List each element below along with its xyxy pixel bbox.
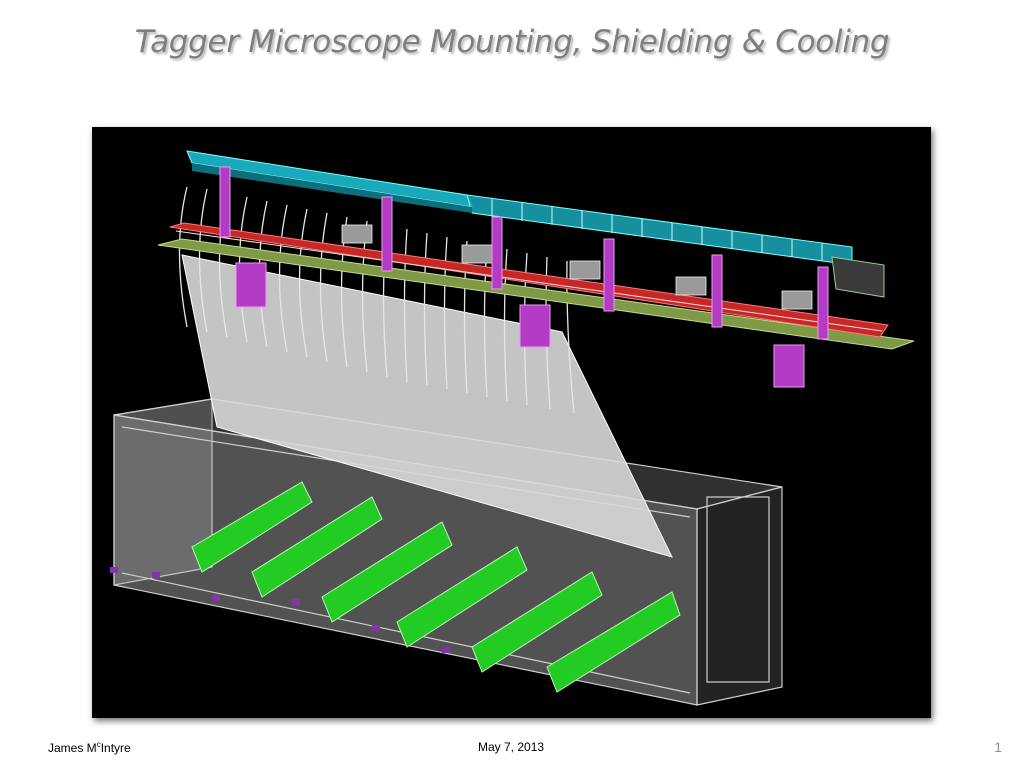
author-sup: c	[96, 740, 101, 749]
readout-boards	[191, 481, 681, 693]
support-rail	[169, 222, 889, 338]
author-name: James McIntyre	[48, 740, 131, 755]
cad-rendering	[92, 127, 931, 718]
board-connectors	[110, 567, 450, 653]
slide-title: Tagger Microscope Mounting, Shielding & …	[134, 24, 890, 60]
readout-modules	[341, 224, 813, 310]
author-last: Intyre	[100, 741, 131, 755]
page-number: 1	[994, 739, 1002, 755]
slide-date: May 7, 2013	[478, 740, 545, 754]
mount-plate	[157, 238, 915, 350]
cooling-channel	[186, 150, 885, 298]
support-posts	[219, 166, 829, 388]
author-first: James M	[48, 741, 97, 755]
